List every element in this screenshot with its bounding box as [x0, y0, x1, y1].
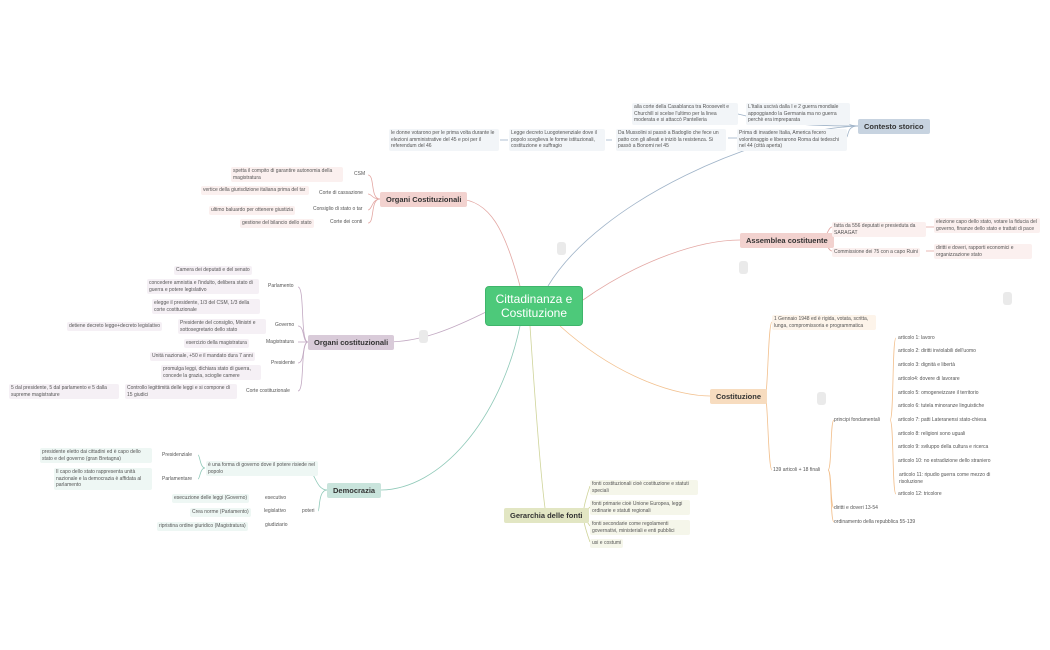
potere-esecutivo[interactable]: esecutivo [265, 495, 287, 501]
costituzione-articoli[interactable]: 139 articoli + 18 finali [773, 467, 821, 473]
presidenziale-desc[interactable]: presidente eletto dai cittadini ed è cap… [40, 448, 152, 463]
organo-parlamento[interactable]: Parlamento [268, 283, 294, 289]
legislativo-desc[interactable]: Crea norme (Parlamento) [190, 508, 251, 517]
fonti-secondarie[interactable]: fonti secondarie come regolamenti govern… [590, 520, 690, 535]
articolo-item[interactable]: articolo 10: no estradizione dello stran… [898, 458, 991, 464]
costituzione-intro[interactable]: 1 Gennaio 1948 ed è rigida, votata, scri… [772, 315, 876, 330]
parlamento-elegge[interactable]: elegge il presidente, 1/3 del CSM, 1/3 d… [152, 299, 260, 314]
magistratura-esercizio[interactable]: esercizio della magistratura [184, 339, 249, 348]
democrazia-definizione[interactable]: è una forma di governo dove il potere ri… [206, 461, 318, 476]
potere-legislativo[interactable]: legislativo [264, 508, 286, 514]
fonti-costituzionali[interactable]: fonti costituzionali cioè costituzione e… [590, 480, 698, 495]
branch-gerarchia-fonti[interactable]: Gerarchia delle fonti [504, 508, 589, 523]
storico-donne-voto[interactable]: le donne votarono per le prima volta dur… [389, 129, 499, 151]
assemblea-deputati[interactable]: fatta da 556 deputati e presieduta da SA… [832, 222, 926, 237]
storico-badoglio[interactable]: Da Mussolini si passò a Badoglio che fec… [616, 129, 726, 151]
articolo-item[interactable]: articolo 12: tricolore [898, 491, 942, 497]
democrazia-presidenziale[interactable]: Presidenziale [162, 452, 193, 458]
fonti-usi[interactable]: usi e costumi [590, 539, 624, 548]
potere-giudiziario[interactable]: giudiziario [265, 522, 288, 528]
articolo-item[interactable]: articolo4: dovere di lavorare [898, 376, 960, 382]
articolo-item[interactable]: articolo 3: dignità e libertà [898, 362, 955, 368]
branch-organi-costituzionali-lower[interactable]: Organi costituzionali [308, 335, 395, 350]
storico-roma[interactable]: Prima di invadere Italia, America fecero… [737, 129, 847, 151]
organo-governo[interactable]: Governo [275, 322, 295, 328]
ghost-block [817, 392, 826, 405]
organo-presidente[interactable]: Presidente [271, 360, 295, 366]
branch-contesto-storico[interactable]: Contesto storico [858, 119, 930, 134]
articolo-item[interactable]: articolo 2: diritti inviolabili dell'uom… [898, 348, 976, 354]
esecutivo-desc[interactable]: esecuzione delle leggi (Governo) [172, 494, 250, 503]
organo-corte-cassazione[interactable]: Corte di cassazione [319, 190, 363, 196]
organo-csm[interactable]: CSM [354, 171, 366, 177]
articolo-item[interactable]: articolo 11: ripudio guerra come mezzo d… [899, 472, 991, 485]
articolo-item[interactable]: articolo 1: lavoro [898, 335, 935, 341]
presidente-unita[interactable]: Unità nazionale, +50 e il mandato dura 7… [150, 352, 255, 361]
articolo-item[interactable]: articolo 5: omogeneizzare il territorio [898, 390, 979, 396]
costituzione-diritti[interactable]: diritti e doveri 13-54 [834, 505, 878, 511]
governo-decreti[interactable]: detiene decreto legge+decreto legislativ… [67, 322, 163, 331]
organo-corte-costituzionale[interactable]: Corte costituzionale [246, 388, 290, 394]
articolo-item[interactable]: articolo 6: tutela minoranze linguistich… [898, 403, 985, 409]
organo-magistratura[interactable]: Magistratura [266, 339, 294, 345]
articolo-item[interactable]: articolo 7: patti Lateranensi stato-chie… [898, 417, 987, 423]
giudiziario-desc[interactable]: ripristina ordine giuridico (Magistratur… [157, 522, 248, 531]
root-node[interactable]: Cittadinanza e Costituzione [485, 286, 583, 326]
organo-csm-desc[interactable]: spetta il compito di garantire autonomia… [231, 167, 343, 182]
fonti-primarie[interactable]: fonti primarie cioè Unione Europea, legg… [590, 500, 690, 515]
storico-guerra-mondiale[interactable]: L'Italia uscivà dalla I e 2 guerra mondi… [746, 103, 850, 125]
organo-consiglio-stato[interactable]: Consiglio di stato o tar [313, 206, 363, 212]
articolo-item[interactable]: articolo 8: religioni sono uguali [898, 431, 966, 437]
corte-composizione[interactable]: 5 dal presidente, 5 dal parlamento e 5 d… [9, 384, 119, 399]
presidente-poteri[interactable]: promulga leggi, dichiara stato di guerra… [161, 365, 261, 380]
branch-organi-costituzionali-upper[interactable]: Organi Costituzionali [380, 192, 468, 207]
storico-decreto[interactable]: Legge decreto Luogotenenziale dove il po… [509, 129, 605, 151]
assemblea-commissione[interactable]: Commissione dei 75 con a capo Ruini [832, 248, 920, 257]
organo-cassazione-desc[interactable]: vertice della giurisdizione italiana pri… [201, 186, 309, 195]
organo-consiglio-desc[interactable]: ultimo baluardo per ottenere giustizia [209, 206, 295, 215]
costituzione-ordinamento[interactable]: ordinamento della repubblica 55-139 [834, 519, 916, 525]
assemblea-deputati-desc[interactable]: elezione capo dello stato, votare la fid… [934, 218, 1040, 233]
parlamento-camera[interactable]: Camera dei deputati e del senato [174, 266, 252, 275]
organo-corte-conti[interactable]: Corte dei conti [330, 219, 363, 225]
ghost-block [739, 261, 748, 274]
parlamentare-desc[interactable]: Il capo dello stato rappresenta unità na… [54, 468, 152, 490]
democrazia-poteri[interactable]: poteri [302, 508, 315, 514]
branch-democrazia[interactable]: Democrazia [327, 483, 382, 498]
organo-conti-desc[interactable]: gestione del bilancio dello stato [240, 219, 314, 228]
storico-casablanca[interactable]: alla corte della Casablanca tra Roosevel… [632, 103, 738, 125]
democrazia-parlamentare[interactable]: Parlamentare [162, 476, 193, 482]
costituzione-principi[interactable]: principi fondamentali [834, 417, 880, 423]
governo-presidente[interactable]: Presidente del consiglio, Ministri e sot… [178, 319, 266, 334]
ghost-block [557, 242, 566, 255]
branch-assemblea-costituente[interactable]: Assemblea costituente [740, 233, 834, 248]
branch-costituzione[interactable]: Costituzione [710, 389, 767, 404]
assemblea-commissione-desc[interactable]: diritti e doveri, rapporti economici e o… [934, 244, 1032, 259]
parlamento-amnistia[interactable]: concedere amnistia e l'indulto, delibera… [147, 279, 259, 294]
corte-controllo[interactable]: Controllo legittimità delle leggi e si c… [125, 384, 237, 399]
ghost-block [1003, 292, 1012, 305]
ghost-block [419, 330, 428, 343]
articolo-item[interactable]: articolo 9: sviluppo della cultura e ric… [898, 444, 989, 450]
